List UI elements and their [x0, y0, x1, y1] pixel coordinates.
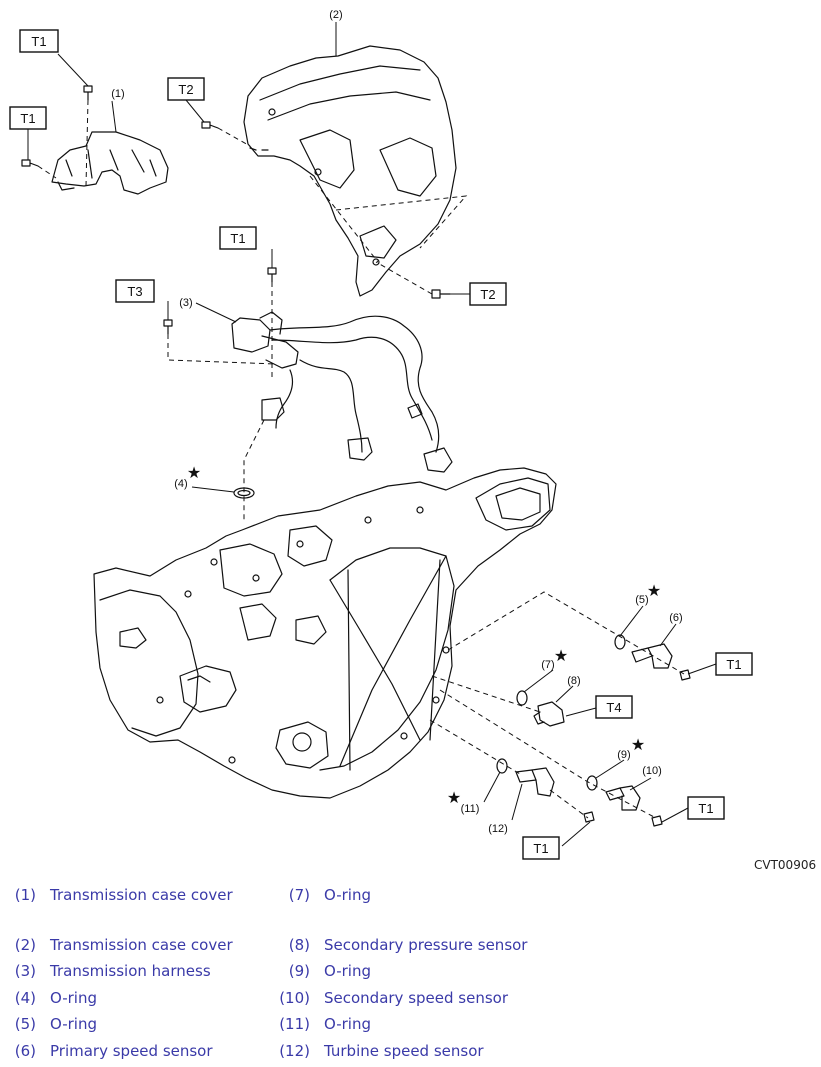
torque-label-t2: T2	[178, 82, 193, 97]
transmission-case-cover-large	[243, 45, 457, 297]
torque-label-t1: T1	[230, 231, 245, 246]
replace-star-icon: ★	[631, 735, 645, 754]
o-ring-11	[496, 758, 508, 774]
transmission-harness	[231, 311, 453, 473]
replace-star-icon: ★	[554, 646, 568, 665]
callout-4: (4)	[174, 478, 187, 490]
o-ring-5	[614, 634, 626, 650]
exploded-diagram: T1 T1 T2 T1 T3 T2 T1 T4 T1 T1 (1) (2) (3…	[9, 9, 753, 860]
o-ring-7	[516, 690, 528, 706]
callout-5: (5)	[635, 594, 648, 606]
transmission-case-cover-small	[51, 131, 169, 195]
torque-label-t2: T2	[480, 287, 495, 302]
callout-9: (9)	[617, 749, 630, 761]
primary-speed-sensor	[631, 643, 673, 669]
callout-3: (3)	[179, 297, 192, 309]
torque-label-t4: T4	[606, 700, 621, 715]
leader-lines	[27, 22, 717, 847]
replace-star-icon: ★	[647, 581, 661, 600]
o-ring-9	[586, 775, 598, 791]
torque-label-t3: T3	[127, 284, 142, 299]
torque-label-t1: T1	[726, 657, 741, 672]
secondary-pressure-sensor	[533, 701, 565, 727]
callout-8: (8)	[567, 675, 580, 687]
callout-11: (11)	[461, 803, 480, 815]
replace-star-icon: ★	[447, 788, 461, 807]
torque-boxes	[9, 29, 753, 860]
assembly-lines	[37, 99, 685, 819]
secondary-speed-sensor	[605, 785, 641, 811]
callout-10: (10)	[642, 765, 662, 777]
torque-label-t1: T1	[20, 111, 35, 126]
transmission-body	[93, 467, 557, 799]
callout-7: (7)	[541, 659, 554, 671]
bolts	[21, 85, 691, 827]
callout-6: (6)	[669, 612, 682, 624]
torque-label-t1: T1	[533, 841, 548, 856]
figure-code: CVT00906	[754, 858, 817, 872]
torque-label-t1: T1	[698, 801, 713, 816]
callout-12: (12)	[488, 823, 508, 835]
parts-legend: (1) Transmission case cover (2) Transmis…	[14, 886, 528, 1060]
callout-1: (1)	[111, 88, 124, 100]
turbine-speed-sensor	[515, 767, 555, 797]
replace-star-icon: ★	[187, 463, 201, 482]
callout-2: (2)	[329, 9, 342, 21]
torque-label-t1: T1	[31, 34, 46, 49]
